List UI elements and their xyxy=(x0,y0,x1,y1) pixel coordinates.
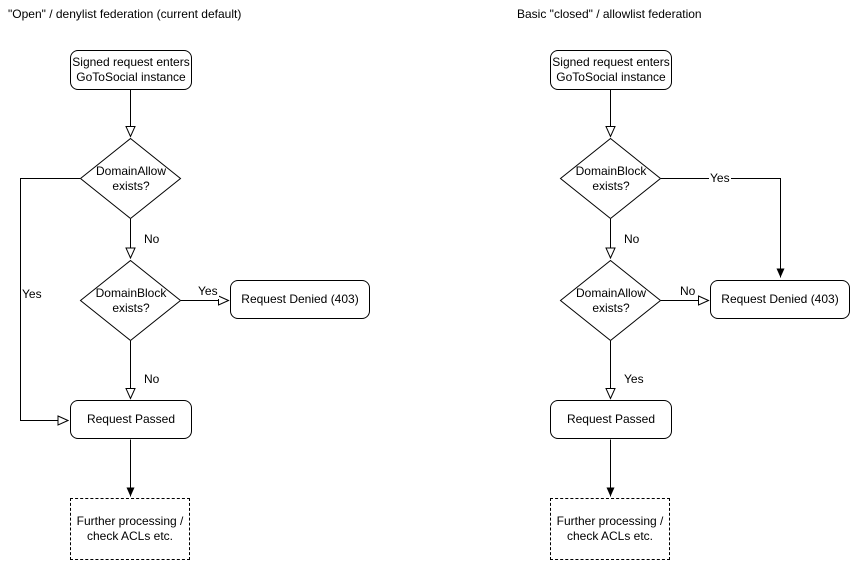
left-edge-label-allow-yes: Yes xyxy=(21,287,43,302)
diamond-right-domainblock xyxy=(559,137,662,220)
edge-right-block-yes-to-denied xyxy=(661,178,785,278)
left-node-start: Signed request enters GoToSocial instanc… xyxy=(70,50,192,90)
right-edge-label-block-no: No xyxy=(623,232,641,247)
left-node-decision-domainallow: DomainAllow exists? xyxy=(95,164,167,193)
left-node-decision-domainblock: DomainBlock exists? xyxy=(95,286,167,315)
right-chart-edges xyxy=(611,90,785,497)
right-chart-title: Basic "closed" / allowlist federation xyxy=(517,7,702,21)
right-node-request-denied: Request Denied (403) xyxy=(710,280,850,319)
right-node-further-processing: Further processing / check ACLs etc. xyxy=(550,498,670,560)
left-chart-title: "Open" / denylist federation (current de… xyxy=(8,7,242,21)
left-node-request-passed: Request Passed xyxy=(70,400,192,439)
left-chart-edges xyxy=(20,90,229,497)
left-edge-label-allow-no: No xyxy=(143,232,161,247)
left-node-further-processing: Further processing / check ACLs etc. xyxy=(70,498,190,560)
left-edge-label-block-no: No xyxy=(143,372,161,387)
left-edge-label-block-yes: Yes xyxy=(197,284,219,299)
diamond-left-domainblock xyxy=(79,259,182,342)
diamond-right-domainallow xyxy=(559,259,662,342)
right-edge-label-block-yes: Yes xyxy=(709,171,731,186)
right-node-start: Signed request enters GoToSocial instanc… xyxy=(550,50,672,90)
right-edge-label-allow-no: No xyxy=(679,284,697,299)
diamond-left-domainallow xyxy=(79,137,182,220)
right-node-decision-domainblock: DomainBlock exists? xyxy=(575,164,647,193)
right-node-decision-domainallow: DomainAllow exists? xyxy=(575,286,647,315)
edge-left-allow-yes-to-passed xyxy=(20,178,80,421)
right-node-request-passed: Request Passed xyxy=(550,400,672,439)
left-node-request-denied: Request Denied (403) xyxy=(230,280,370,319)
decision-shapes xyxy=(79,137,662,342)
right-edge-label-allow-yes: Yes xyxy=(623,372,645,387)
